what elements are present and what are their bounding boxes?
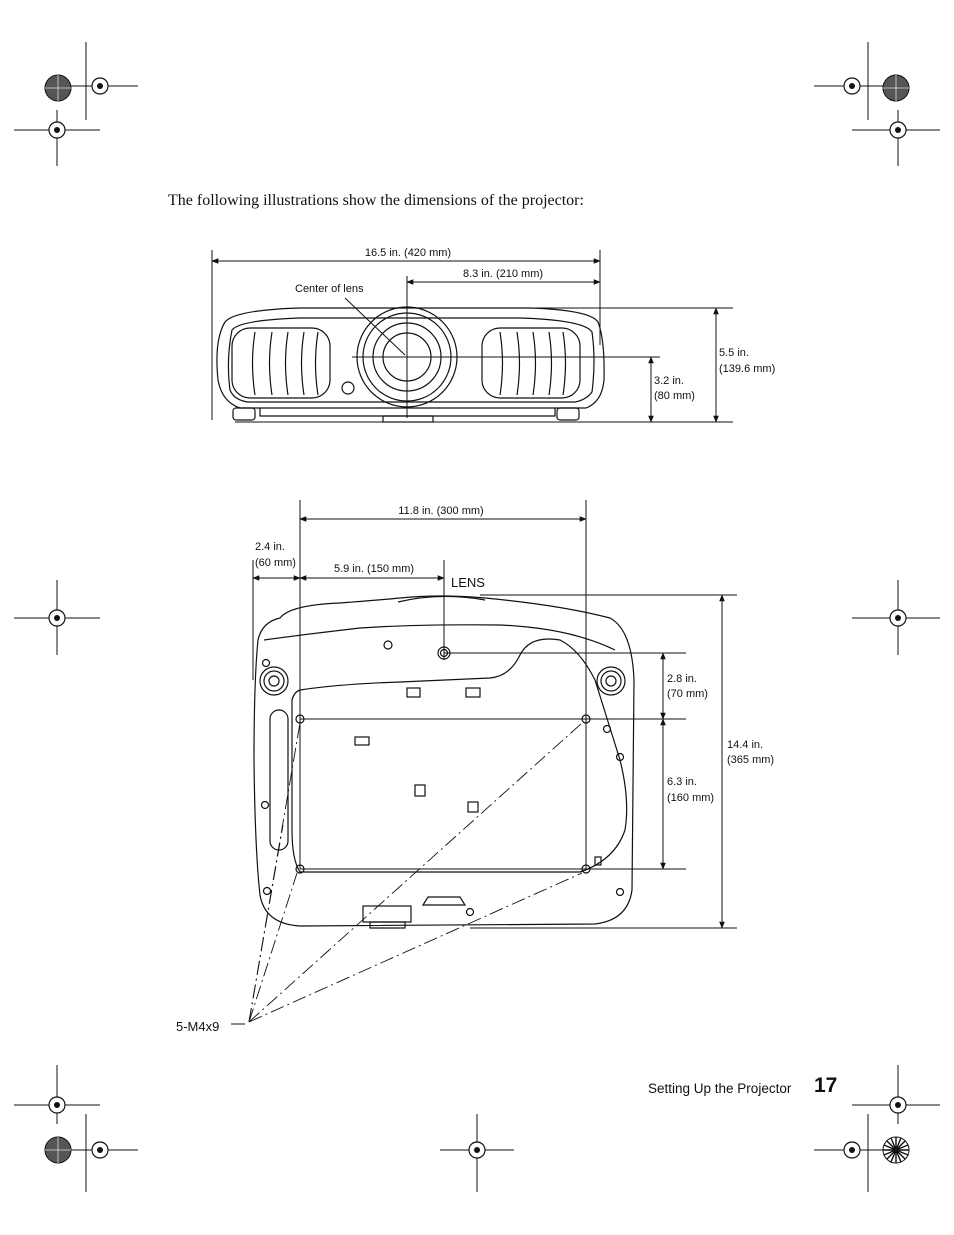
side-offset-mm-label: (60 mm) [255,557,296,569]
mount-width-label: 11.8 in. (300 mm) [398,505,483,517]
lens-offset-label: 5.9 in. (150 mm) [334,563,414,575]
intro-text: The following illustrations show the dim… [168,192,584,209]
lens-height-mm-label: (80 mm) [654,390,695,402]
total-depth-mm-label: (365 mm) [727,754,774,766]
total-depth-label: 14.4 in. [727,739,763,751]
projector-bottom-outline [253,595,635,929]
screw-spec-label: 5-M4x9 [176,1019,219,1034]
mount-depth-mm-label: (160 mm) [667,792,714,804]
footer-section-title: Setting Up the Projector [648,1081,792,1096]
lens-height-label: 3.2 in. [654,375,684,387]
mount-depth-label: 6.3 in. [667,776,697,788]
front-width-half-label: 8.3 in. (210 mm) [463,268,543,280]
front-offset-label: 2.8 in. [667,673,697,685]
total-height-label: 5.5 in. [719,347,749,359]
side-offset-label: 2.4 in. [255,541,285,553]
front-width-total-label: 16.5 in. (420 mm) [365,247,451,259]
center-of-lens-label: Center of lens [295,283,364,295]
total-height-mm-label: (139.6 mm) [719,363,775,375]
front-offset-mm-label: (70 mm) [667,688,708,700]
page-number: 17 [814,1074,838,1097]
lens-label: LENS [451,575,485,590]
